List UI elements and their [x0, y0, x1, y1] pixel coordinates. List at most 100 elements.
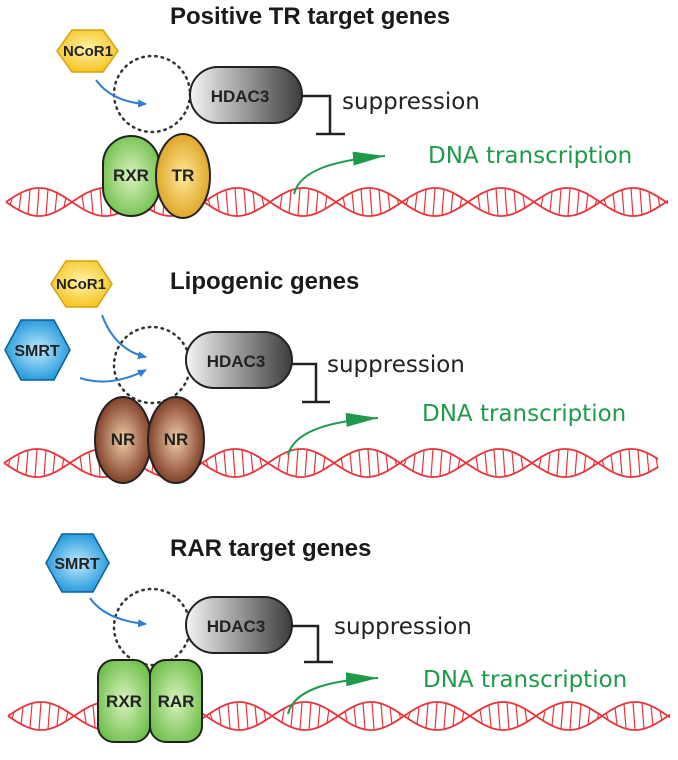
- suppression-label: suppression: [334, 614, 472, 640]
- suppression-inhibitor: [302, 94, 345, 136]
- dna-base-pair: [29, 703, 33, 729]
- dna-base-pair: [20, 707, 24, 725]
- dna-base-pair: [506, 702, 510, 730]
- dna-base-pair: [538, 458, 542, 468]
- transcription-arrow: [287, 412, 379, 456]
- transcription-label: DNA transcription: [422, 401, 626, 427]
- dna-base-pair: [88, 451, 92, 475]
- dna-base-pair: [299, 702, 303, 730]
- dna-base-pair: [279, 195, 283, 209]
- dna-base-pair: [214, 454, 218, 472]
- dna-base-pair: [344, 711, 348, 721]
- dna-base-pair: [405, 199, 409, 205]
- dna-base-pair: [605, 713, 609, 719]
- dna-base-pair: [369, 187, 373, 217]
- dna-base-pair: [547, 453, 551, 473]
- dna-base-pair: [243, 188, 247, 216]
- dna-base-pair: [628, 449, 632, 477]
- dna-base-pair: [241, 449, 245, 477]
- dna-base-pair: [376, 450, 380, 476]
- dna-base-pair: [25, 450, 29, 476]
- dna-base-pair: [441, 188, 445, 216]
- rar-label: RAR: [158, 692, 195, 711]
- dna-base-pair: [340, 458, 344, 468]
- dna-base-pair: [16, 454, 20, 472]
- dna-base-pair: [45, 188, 49, 216]
- ncor1-label: NCoR1: [56, 276, 106, 293]
- dna-base-pair: [587, 707, 591, 725]
- dna-base-pair: [630, 188, 634, 216]
- dna-base-pair: [407, 713, 411, 719]
- transcription-label: DNA transcription: [423, 667, 627, 693]
- dna-base-pair: [484, 451, 488, 475]
- dna-base-pair: [450, 191, 454, 213]
- dna-base-pair: [425, 703, 429, 729]
- dna-base-pair: [648, 191, 652, 213]
- ncor1-hexagon: [56, 29, 119, 73]
- dna-base-pair: [576, 189, 580, 215]
- panel-positive-tr: Positive TR target genes NCoR1 HDAC3 sup…: [5, 3, 669, 219]
- dna-base-pair: [9, 199, 13, 205]
- transcription-arrow: [287, 672, 379, 715]
- dna-base-pair: [614, 707, 618, 725]
- dna-base-pair: [297, 188, 301, 216]
- panel-lipogenic: Lipogenic genes NCoR1 SMRT HDAC3 suppres…: [3, 260, 659, 484]
- suppression-label: suppression: [342, 89, 480, 115]
- dna-base-pair: [54, 191, 58, 213]
- dna-base-pair: [225, 189, 229, 215]
- dna-base-pair: [245, 702, 249, 730]
- ncor1-label: NCoR1: [63, 43, 113, 60]
- dna-base-pair: [223, 450, 227, 476]
- dna-base-pair: [92, 704, 96, 728]
- dna-base-pair: [637, 449, 641, 477]
- nr-label: NR: [164, 430, 189, 449]
- panel-rar: RAR target genes SMRT HDAC3 suppression …: [7, 533, 671, 743]
- transcription-label: DNA transcription: [428, 143, 632, 169]
- dna-base-pair: [281, 709, 285, 723]
- dna-base-pair: [549, 192, 553, 212]
- dna-base-pair: [79, 456, 83, 470]
- dna-base-pair: [236, 702, 240, 730]
- dna-base-pair: [641, 702, 645, 730]
- smrt-label: SMRT: [54, 556, 100, 573]
- dna-base-pair: [56, 705, 60, 727]
- nr-receptor: [147, 396, 205, 484]
- recruit-arrow: [101, 314, 147, 360]
- dna-base-pair: [610, 454, 614, 472]
- smrt-hexagon: [4, 319, 71, 381]
- dna-base-pair: [477, 195, 481, 209]
- dna-base-pair: [38, 702, 42, 730]
- dna-base-pair: [448, 452, 452, 474]
- dna-base-pair: [286, 451, 290, 475]
- recruit-arrow: [89, 597, 147, 628]
- dna-base-pair: [360, 188, 364, 216]
- ncor1-hexagon: [50, 260, 113, 308]
- dna-base-pair: [358, 449, 362, 477]
- dna-base-pair: [288, 190, 292, 214]
- transcription-arrow: [293, 151, 386, 195]
- dna-base-pair: [612, 193, 616, 211]
- dna-base-pair: [207, 199, 211, 205]
- corepressor-binding-site: [112, 54, 192, 134]
- dna-base-pair: [218, 707, 222, 725]
- dna-base-pair: [650, 705, 654, 727]
- dna-base-pair: [351, 192, 355, 212]
- dna-base-pair: [583, 454, 587, 472]
- dna-base-pair: [43, 449, 47, 477]
- dna-base-pair: [495, 188, 499, 216]
- dna-base-pair: [569, 701, 573, 731]
- dna-base-pair: [11, 713, 15, 719]
- dna-base-pair: [227, 703, 231, 729]
- dna-base-pair: [423, 189, 427, 215]
- dna-base-pair: [295, 449, 299, 477]
- dna-base-pair: [479, 709, 483, 723]
- dna-strand: [5, 187, 669, 217]
- dna-base-pair: [371, 701, 375, 731]
- dna-base-pair: [416, 707, 420, 725]
- dna-base-pair: [353, 706, 357, 726]
- dna-base-pair: [439, 449, 443, 477]
- panel-title: Lipogenic genes: [170, 268, 359, 295]
- dna-base-pair: [36, 188, 40, 216]
- dna-base-pair: [81, 195, 85, 209]
